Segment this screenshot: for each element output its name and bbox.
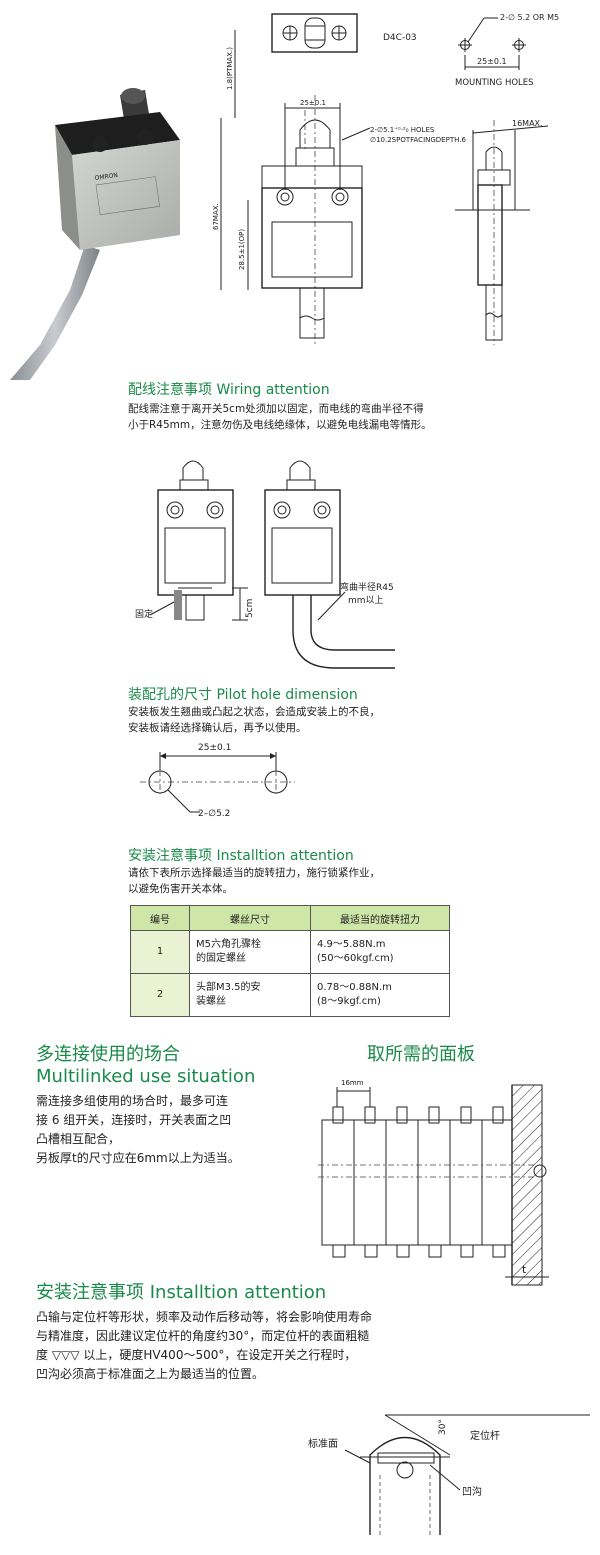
multi-title-cn: 多连接使用的场合 [36, 1044, 180, 1065]
dim-op: 28.5±1(OP) [238, 229, 246, 270]
header-no: 编号 [130, 905, 190, 931]
five-cm-label: 5cm [245, 599, 255, 618]
header-screw: 螺丝尺寸 [189, 905, 311, 931]
dim-holes-2: ∅10.2SPOTFACINGDEPTH.6 [370, 136, 466, 144]
pilot-text-2: 安装板请经选择确认后，再予以使用。 [128, 722, 307, 734]
panel-title: 取所需的面板 [367, 1044, 475, 1065]
pilot-hole: 2–∅5.2 [198, 809, 230, 819]
install1-text-1: 请依下表所示选择最适当的旋转扭力，施行锁紧作业， [128, 867, 380, 879]
wiring-text-2: 小于R45mm，注意勿伤及电线绝缘体，以避免电线漏电等情形。 [128, 419, 432, 431]
multilinked-diagram: t 16mm [318, 1079, 549, 1286]
multi-line-1: 需连接多组使用的场合时，最多可连 [36, 1094, 229, 1108]
t-label: t [522, 1263, 527, 1276]
model-code: D4C-03 [383, 33, 417, 43]
wiring-title: 配线注意事项 Wiring attention [128, 382, 330, 398]
photo-label: OMRON [94, 172, 118, 182]
dim-side: 16MAX. [512, 119, 543, 128]
row-no: 1 [130, 930, 190, 974]
pilot-title: 装配孔的尺寸 Pilot hole dimension [128, 687, 358, 703]
pilot-text-1: 安装板发生翘曲或凸起之状态，会造成安装上的不良， [128, 706, 380, 718]
wiring-diagram: 固定 5cm 弯曲半径R45 mm以上 [135, 460, 395, 669]
dim-16mm: 16mm [341, 1079, 364, 1087]
torque-table-header: 编号 螺丝尺寸 最适当的旋转扭力 [130, 905, 451, 931]
install1-title: 安装注意事项 Installtion attention [128, 848, 354, 864]
dim-67max: 67MAX. [212, 203, 220, 230]
product-photo: OMRON [10, 88, 180, 380]
multi-line-3: 凸槽相互配合， [36, 1132, 121, 1146]
install2-line-2: 与精准度，因此建议定位杆的角度约30°，而定位杆的表面粗糙 [36, 1329, 370, 1343]
row-no: 2 [130, 973, 190, 1017]
groove-label: 凹沟 [462, 1485, 482, 1498]
multi-line-4: 另板厚t的尺寸应在6mm以上为适当。 [36, 1151, 240, 1165]
header-torque: 最适当的旋转扭力 [309, 905, 451, 931]
pilot-hole-diagram: 25±0.1 2–∅5.2 [140, 743, 295, 819]
dim-pitch: 25±0.1 [300, 99, 326, 107]
row-torque: 0.78～0.88N.m(8～9kgf.cm) [309, 973, 451, 1017]
mounting-holes-label: MOUNTING HOLES [455, 78, 534, 88]
table-row: 2 头部M3.5的安装螺丝 0.78～0.88N.m(8～9kgf.cm) [130, 973, 451, 1017]
install2-line-1: 凸输与定位杆等形状，频率及动作后移动等，将会影响使用寿命 [36, 1310, 373, 1324]
wiring-text-1: 配线需注意于离开关5cm处须加以固定，而电线的弯曲半径不得 [128, 403, 424, 415]
row-screw: 头部M3.5的安装螺丝 [189, 973, 311, 1017]
rod-label: 定位杆 [470, 1429, 500, 1442]
install-rod-diagram: 30° 定位杆 标准面 凹沟 [308, 1414, 590, 1535]
pilot-pitch: 25±0.1 [198, 743, 231, 753]
ref-label: 标准面 [308, 1438, 338, 1450]
bend-label-1: 弯曲半径R45 [340, 581, 394, 593]
fix-label: 固定 [135, 608, 153, 620]
bend-label-2: mm以上 [348, 595, 384, 606]
row-torque: 4.9～5.88N.m(50～60kgf.cm) [309, 930, 451, 974]
multi-line-2: 接 6 组开关，连接时，开关表面之凹 [36, 1113, 232, 1127]
mounting-pitch: 25±0.1 [477, 57, 507, 66]
row-screw: M5六角孔骤栓的固定螺丝 [189, 930, 311, 974]
install2-line-4: 凹沟必须高于标准面之上为最适当的位置。 [36, 1367, 265, 1381]
install2-title: 安装注意事项 Installtion attention [36, 1282, 327, 1303]
angle-label: 30° [438, 1419, 448, 1435]
install1-text-2: 以避免伤害开关本体。 [128, 883, 233, 895]
mounting-holes-spec: 2-∅ 5.2 OR M5 [500, 13, 559, 22]
table-row: 1 M5六角孔骤栓的固定螺丝 4.9～5.88N.m(50～60kgf.cm) [130, 930, 451, 974]
multi-title-en: Multilinked use situation [36, 1066, 256, 1087]
torque-table: 编号 螺丝尺寸 最适当的旋转扭力 1 M5六角孔骤栓的固定螺丝 4.9～5.88… [130, 905, 451, 1017]
top-view-drawing: D4C-03 2-∅ 5.2 OR M5 25±0.1 MOUNTING HOL… [212, 13, 559, 345]
dim-holes-1: 2-∅5.1⁺⁰·²₀ HOLES [370, 126, 435, 134]
dim-pt-max: 1.8(PTMAX.) [226, 47, 234, 90]
install2-line-3: 度 ▽▽▽ 以上，硬度HV400～500°，在设定开关之行程时， [36, 1348, 357, 1362]
